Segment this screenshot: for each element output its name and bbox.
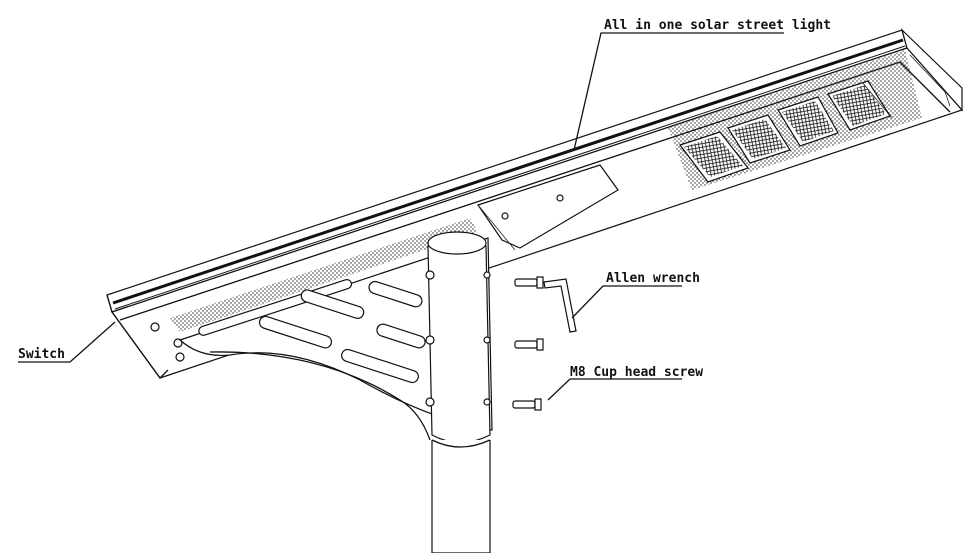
leader-lines bbox=[18, 32, 784, 401]
screw-label: M8 Cup head screw bbox=[570, 365, 703, 380]
allen-wrench-label: Allen wrench bbox=[606, 271, 700, 286]
allen-wrench bbox=[543, 278, 577, 333]
led-array bbox=[668, 50, 922, 190]
mount-plate bbox=[477, 164, 619, 251]
title-label: All in one solar street light bbox=[604, 18, 831, 33]
bracket-arm bbox=[178, 237, 493, 441]
housing-screws bbox=[150, 194, 564, 362]
pole bbox=[425, 231, 491, 553]
switch-label: Switch bbox=[18, 347, 65, 362]
cup-head-screws bbox=[512, 276, 544, 411]
